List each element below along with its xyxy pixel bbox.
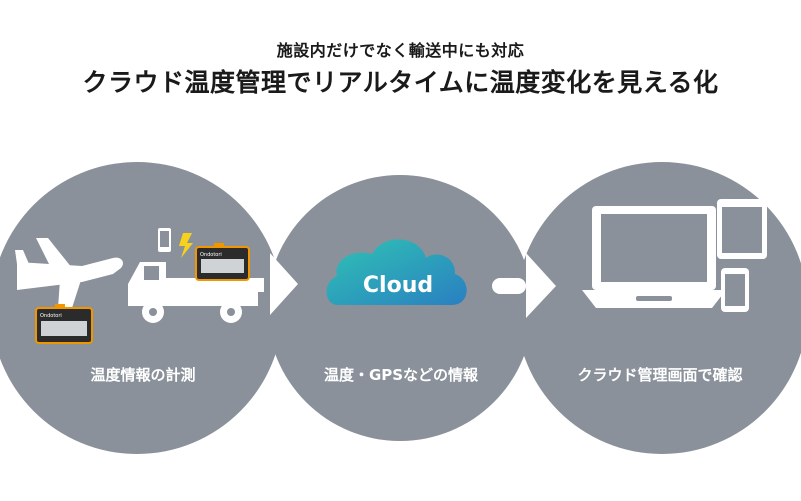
data-logger-device-icon: Ondotori [35,304,93,344]
step-label-measure: 温度情報の計測 [90,366,195,384]
step-label-cloud: 温度・GPSなどの情報 [324,366,479,384]
lightning-icon [179,233,193,258]
header-subtitle: 施設内だけでなく輸送中にも対応 [276,41,525,60]
device-brand-label: Ondotori [40,313,62,319]
smartphone-icon [158,228,171,252]
laptop-icon [582,206,726,308]
truck-icon [128,262,264,323]
cloud-label: Cloud [363,273,433,298]
step-label-monitor: クラウド管理画面で確認 [577,366,742,384]
step-circle-measure [0,162,283,454]
airplane-icon [15,238,124,308]
data-logger-device-icon: Ondotori [195,243,250,281]
tablet-icon [717,199,767,259]
step-circle-cloud [267,175,533,441]
cloud-icon [326,239,467,305]
arrow-right-icon [492,253,556,318]
header-title: クラウド温度管理でリアルタイムに温度変化を見える化 [82,68,719,97]
smartphone-icon [721,268,749,312]
arrow-right-icon [270,253,298,315]
device-brand-label: Ondotori [200,252,222,258]
